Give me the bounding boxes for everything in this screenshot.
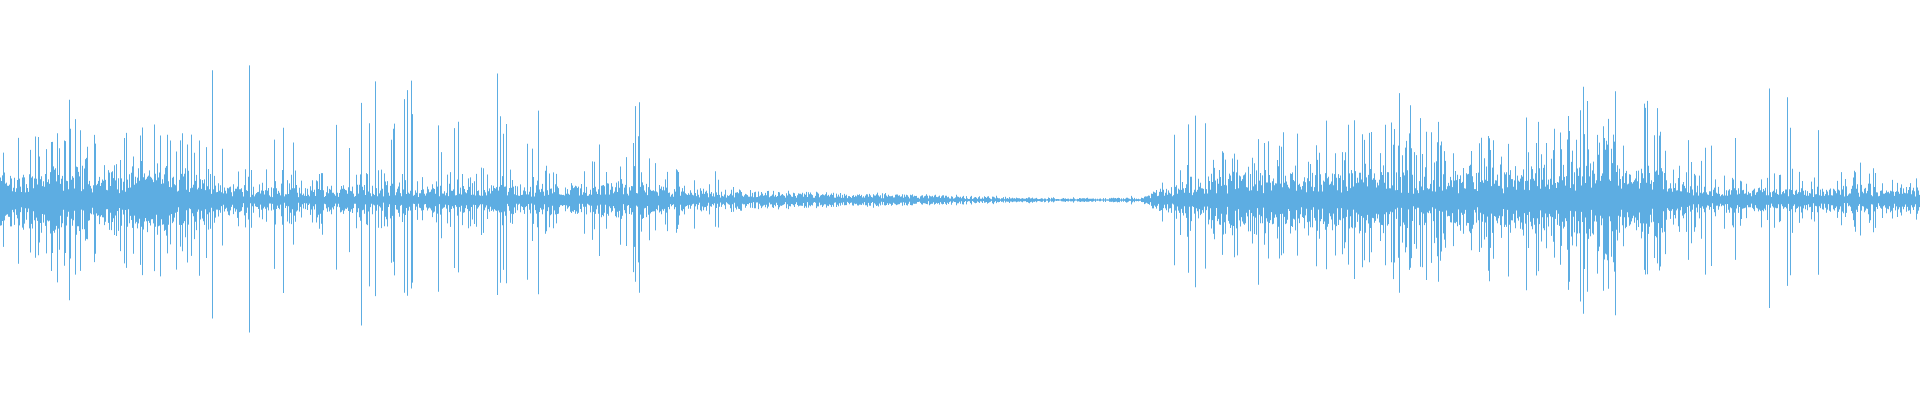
waveform-samples — [0, 65, 1920, 333]
